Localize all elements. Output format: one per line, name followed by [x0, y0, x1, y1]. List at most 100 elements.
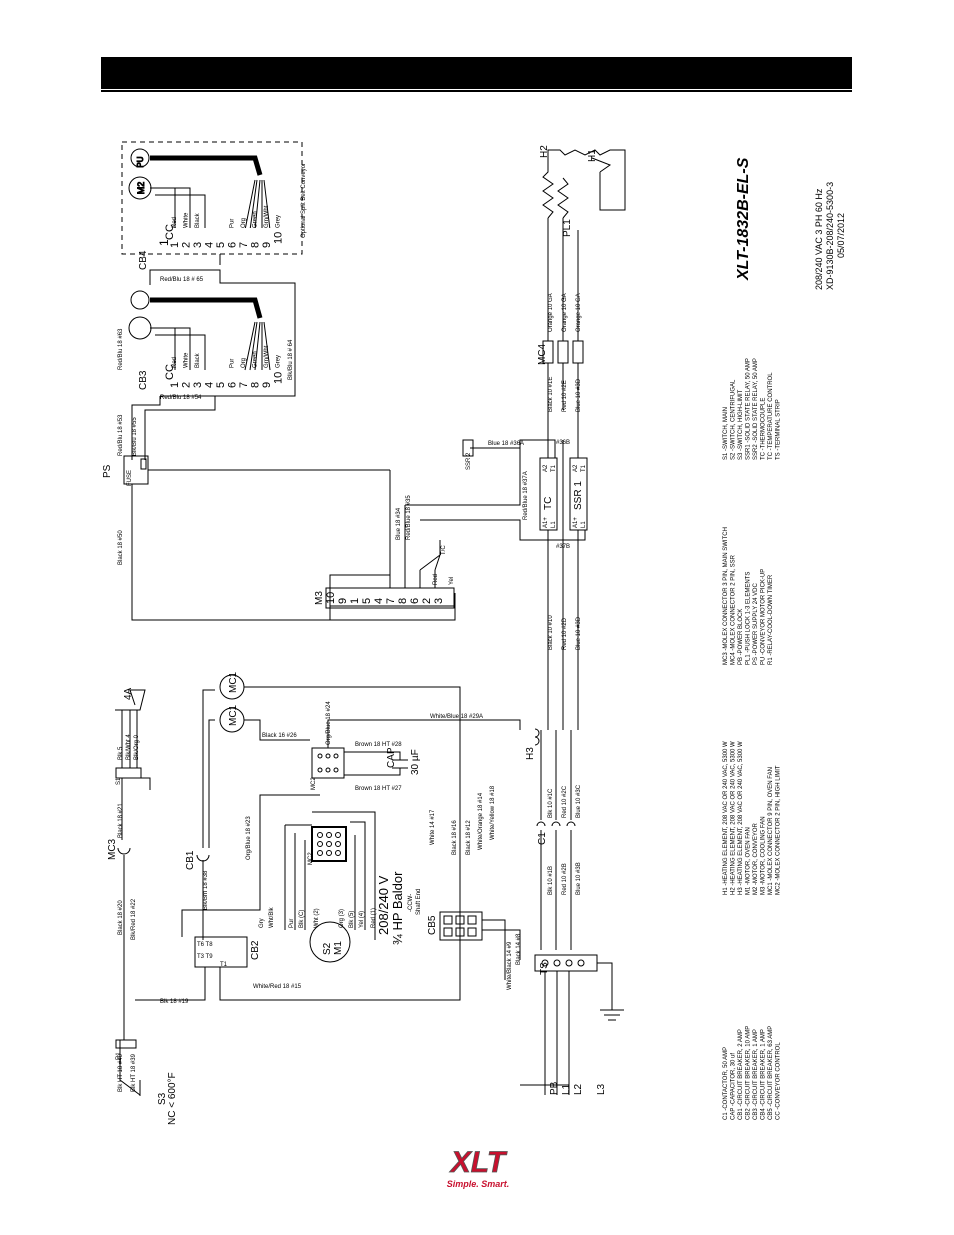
- wire-label-63: Red/Blu 18 #63: [118, 328, 124, 370]
- legend-col2-item-4: M1 -MOTOR, OVEN FAN: [746, 827, 752, 895]
- label-s1: 4A: [123, 687, 134, 700]
- motor-shaft-end: Shaft End: [416, 889, 422, 915]
- label-ssr2: SSR 1: [573, 481, 584, 510]
- label-m1: M1: [333, 941, 344, 955]
- ssr2-term-a1: A1+: [573, 517, 579, 528]
- legend-col1-item-4: CB2 -CIRCUIT BREAKER, 10 AMP: [746, 1026, 752, 1120]
- label-mc1-motor: MC2: [308, 852, 314, 865]
- legend-col1-item-6: CB4 -CIRCUIT BREAKER, 1 AMP: [761, 1029, 767, 1120]
- cc-wire-10: Grey: [276, 355, 282, 368]
- label-c1: H3: [525, 747, 536, 760]
- label-optional-conveyor: Optional Split Belt Conveyor: [301, 163, 307, 238]
- cc-pin-8: 8: [250, 242, 262, 248]
- logo-brand: XLT: [449, 1146, 508, 1179]
- label-s3-note: NC < 600°F: [167, 1072, 178, 1125]
- wire-label-27: Brown 18 HT #27: [355, 786, 402, 792]
- wire-label-1e: Black 10 #1E: [548, 377, 554, 412]
- model-title: XLT-1832B-EL-S: [735, 157, 752, 281]
- terminal-strip: [439, 911, 483, 941]
- wire-label-65: Red/Blu 18 # 65: [160, 277, 204, 283]
- pickup-fan-top: [244, 179, 271, 231]
- cc-wire-2: White: [184, 212, 190, 228]
- motor-wire-3: Pur: [289, 919, 295, 928]
- xlt-logo: XLT Simple. Smart.: [447, 1146, 510, 1189]
- cc-wire-9: Grn/Wht: [264, 205, 270, 228]
- cb2-wires: [202, 689, 215, 940]
- cc-pin-1: 1: [169, 242, 181, 248]
- spec-voltage: 208/240 VAC 3 PH 60 Hz: [814, 188, 824, 290]
- label-cc-lower: CC: [164, 364, 176, 380]
- ts-out: [482, 919, 521, 980]
- label-pl1: MC4: [537, 343, 548, 365]
- wire-label-8: Black 14 #8: [516, 933, 522, 965]
- label-l2: L1: [561, 1083, 572, 1095]
- tc-pin-5: 5: [361, 598, 373, 604]
- ssr-power: [547, 410, 579, 620]
- cc-pin-9: 9: [261, 382, 273, 388]
- cc-pin-10: 10: [273, 372, 285, 384]
- cc-pin-4: 4: [204, 382, 216, 388]
- legend-col1-item-8: CC -CONVEYOR CONTROL: [776, 1042, 782, 1120]
- legend-col2-item-2: H2 -HEATING ELEMENT, 208 VAC OR 240 VAC,…: [731, 741, 737, 895]
- cc-wire-3: Black: [195, 352, 201, 368]
- wire-label-12: Black 18 #12: [466, 820, 472, 855]
- legend-col3-item-1: MC3 -MOLEX CONNECTOR 3 PIN, MAIN SWITCH: [723, 527, 729, 665]
- cc-bottom-labels: 1: [157, 239, 171, 246]
- cc-pin-3: 3: [192, 242, 204, 248]
- c1-load-side: [540, 760, 572, 820]
- cc-pin-4: 4: [204, 242, 216, 248]
- tc-pin-9: 9: [337, 598, 349, 604]
- wire-label-2d: Red 10 #2D: [562, 617, 568, 650]
- fuse: [140, 458, 147, 470]
- mc1-blue: [327, 719, 521, 748]
- c1-contacts: [540, 730, 572, 760]
- wire-label-tc-yel: Yel: [449, 577, 455, 585]
- cb5: [536, 821, 576, 827]
- label-relay-t6t8: T6 T8: [197, 942, 213, 948]
- wire-label-28: Brown 18 HT #28: [355, 742, 402, 748]
- motor-hp: ¾ HP Baldor: [390, 871, 405, 945]
- label-cap: CAP: [386, 747, 397, 768]
- tc-pin-8: 8: [397, 598, 409, 604]
- cc-wire-9: Grn/Wht: [264, 345, 270, 368]
- legend-col4-item-5: SSR2 -SOLID STATE RELAY, 50 AMP: [753, 358, 759, 460]
- label-ps: PS: [102, 464, 113, 478]
- wire-label-blkorg0: Blk/Org 0: [134, 734, 140, 760]
- legend-col3-item-4: PL1 -PUSH LOCK 1-3 ELEMENTS: [746, 572, 752, 665]
- wire-label-54: Red/Blu 18 #54: [160, 395, 202, 401]
- legend-col2-item-7: MC1 -MOLEX CONNECTOR 9 PIN, OVEN FAN: [768, 767, 774, 895]
- legend-col1-item-2: CAP -CAPACITOR, 30 uf: [731, 1053, 737, 1120]
- motor-wire-8: Yel (4): [359, 911, 365, 928]
- header-rule: [101, 90, 852, 92]
- spec-date: 05/07/2012: [836, 213, 846, 258]
- cb1: [117, 847, 131, 855]
- legend-col3-item-5: PS -POWER SUPPLY 24 VDC: [753, 583, 759, 665]
- mc3: [115, 767, 142, 779]
- cc-wire-1: Red: [172, 357, 178, 368]
- label-r1: CB2: [250, 940, 261, 960]
- motor-voltage: 208/240 V: [376, 875, 391, 935]
- capacitor: [344, 751, 408, 776]
- label-tc: M3: [314, 591, 325, 605]
- spec-part-number: XD-9130B-208/240-5300-3: [825, 182, 835, 290]
- ssr2-term-a2: A2: [573, 464, 579, 472]
- legend-col2: H1 -HEATING ELEMENT, 208 VAC OR 240 VAC,…: [723, 741, 782, 895]
- wire-label-1c: Blk 10 #1C: [548, 788, 554, 818]
- motor-wire-5: Wht (2): [314, 908, 320, 928]
- optional-conveyor-box: [121, 141, 303, 255]
- wire-label-64: Blk/Blu 18 # 64: [288, 339, 294, 380]
- label-cb3: CB3: [138, 370, 149, 390]
- wire-label-15: White/Red 18 #15: [253, 984, 302, 990]
- cc-pin-6: 6: [227, 382, 239, 388]
- heater-feed: [547, 218, 579, 290]
- pl1-wires: [547, 290, 579, 410]
- label-mc2: R1: [116, 1052, 122, 1060]
- tc-pin-6: 6: [409, 598, 421, 604]
- wire-label-3c: Blue 10 #3C: [576, 784, 582, 818]
- label-pu-top: PU: [136, 156, 145, 167]
- label-m3-lower: MC1: [228, 704, 239, 726]
- wire-label-37b: #37B: [556, 544, 570, 550]
